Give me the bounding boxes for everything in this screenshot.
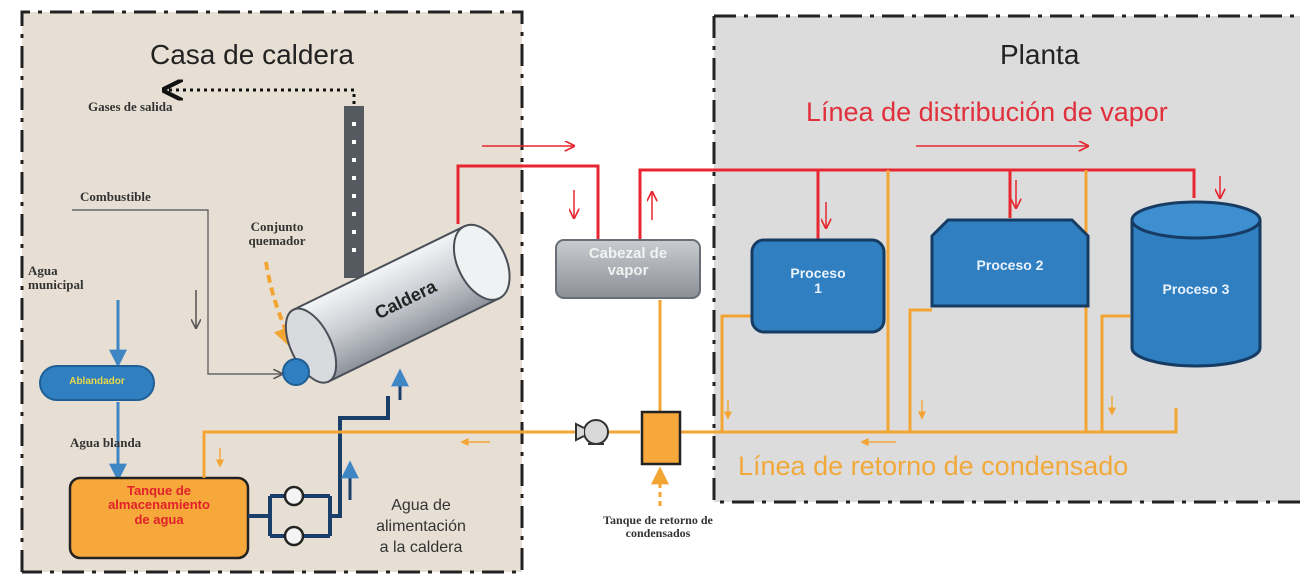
- chimney-letters: [352, 122, 356, 252]
- process-2: [930, 218, 1090, 308]
- condensate-pump: [575, 419, 609, 445]
- chimney: [344, 106, 364, 278]
- process-1-label: Proceso 1: [752, 265, 884, 297]
- exhaust-arrow: [166, 90, 356, 104]
- steam-distribution-line-label: Línea de distribución de vapor: [806, 97, 1168, 127]
- softener: [39, 365, 155, 401]
- soft-water-label: Agua blanda: [70, 435, 142, 450]
- storage-tank-label: Tanque de almacenamiento de agua: [70, 483, 248, 527]
- storage-tank-label-line2: almacenamiento: [108, 497, 210, 513]
- steam-header-label-line1: Cabezal de: [588, 245, 668, 262]
- burner-label-line2: quemador: [248, 233, 306, 249]
- storage-tank-label-line1: Tanque de: [126, 483, 192, 498]
- boiler-house-title: Casa de caldera: [150, 39, 354, 70]
- exhaust-gases-label: Gases de salida: [88, 99, 173, 114]
- process-1-label-line2: 1: [814, 280, 822, 297]
- feed-water-label-line3: a la caldera: [379, 538, 463, 556]
- process-1-label-line1: Proceso: [790, 265, 846, 281]
- process-3-label: Proceso 3: [1162, 281, 1230, 297]
- boiler: [284, 223, 511, 384]
- process-3: [1130, 200, 1262, 368]
- feed-water-label-line2: alimentación: [376, 517, 466, 535]
- burner-label: Conjunto quemador: [238, 219, 316, 249]
- condensate-tank-label: Tanque de retorno de condensados: [566, 513, 750, 541]
- condensate-lines: [202, 170, 1178, 478]
- condensate-flow-arrows: [215, 396, 1117, 468]
- condensate-return-line-label: Línea de retorno de condensado: [738, 451, 1129, 481]
- feed-pump-2: [283, 525, 305, 547]
- burner-label-line1: Conjunto: [250, 219, 304, 234]
- boiler-house-border: [20, 10, 524, 574]
- condensate-tank-label-line2: condensados: [625, 526, 691, 541]
- burner: [282, 358, 310, 386]
- softener-label: Ablandador: [69, 376, 125, 387]
- condensate-tank: [640, 410, 682, 466]
- fuel-line: [72, 209, 282, 374]
- process-1: [750, 238, 886, 334]
- steam-header: [555, 239, 701, 299]
- municipal-water-label: Agua municipal: [28, 263, 84, 293]
- feed-water-label-line1: Agua de: [391, 497, 451, 514]
- municipal-water-line1: Agua: [28, 263, 58, 278]
- fuel-label: Combustible: [80, 189, 151, 204]
- steam-header-label-line2: vapor: [607, 261, 649, 279]
- process-2-label: Proceso 2: [976, 257, 1044, 273]
- plant-title: Planta: [1000, 39, 1080, 70]
- feed-water-label: Agua de alimentación a la caldera: [360, 496, 482, 558]
- municipal-water-line2: municipal: [28, 277, 84, 293]
- feed-pump-1: [283, 485, 305, 507]
- storage-tank-label-line3: de agua: [134, 511, 184, 527]
- steam-distribution-lines: [456, 164, 1196, 244]
- condensate-tank-label-line1: Tanque de retorno de: [603, 513, 713, 527]
- plant-border: [712, 14, 1300, 504]
- steam-header-label: Cabezal de vapor: [556, 245, 700, 279]
